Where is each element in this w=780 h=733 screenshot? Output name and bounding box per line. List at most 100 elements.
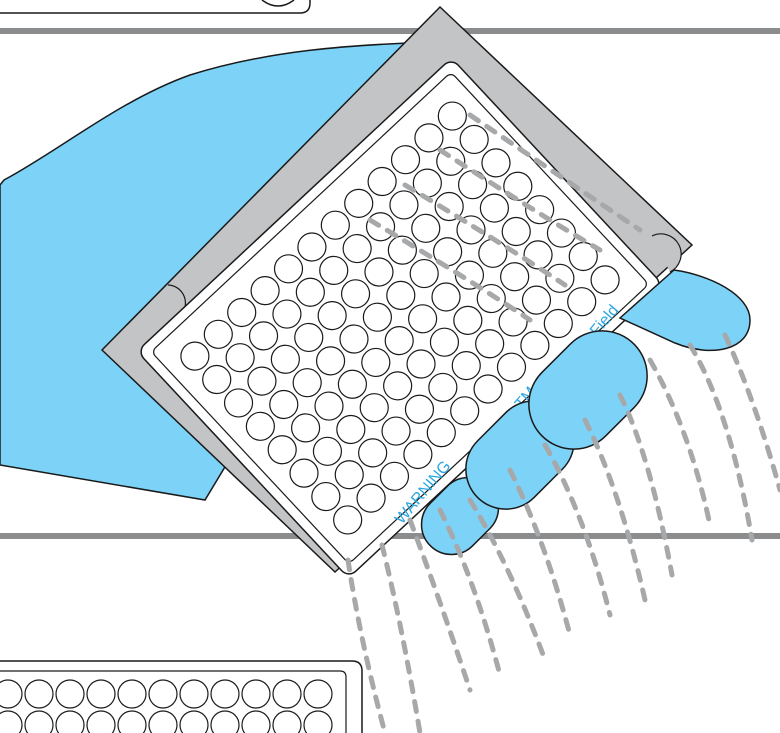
well <box>269 389 299 420</box>
well <box>481 148 511 178</box>
well <box>241 679 271 709</box>
well <box>501 216 531 247</box>
well <box>272 299 302 329</box>
well <box>319 255 349 286</box>
well <box>384 326 414 356</box>
well <box>453 305 483 335</box>
well <box>227 297 257 328</box>
well <box>289 458 319 488</box>
well <box>450 396 480 426</box>
well <box>270 344 300 374</box>
well <box>428 372 458 403</box>
well <box>333 505 363 535</box>
well <box>342 233 372 264</box>
well <box>315 346 346 376</box>
well <box>404 394 435 424</box>
well <box>386 280 416 310</box>
well <box>225 343 255 373</box>
well <box>459 124 489 155</box>
well <box>55 679 85 709</box>
well <box>117 679 147 709</box>
well <box>148 679 178 709</box>
well <box>55 710 85 733</box>
well <box>86 679 116 709</box>
well <box>247 366 277 396</box>
well <box>364 257 394 287</box>
well <box>362 302 392 332</box>
well <box>303 679 333 709</box>
well <box>210 679 240 709</box>
well <box>245 411 275 441</box>
well <box>429 327 460 357</box>
well <box>412 168 442 198</box>
well <box>303 710 333 733</box>
well <box>567 287 597 317</box>
well <box>406 349 436 379</box>
well <box>431 282 461 312</box>
well <box>340 279 371 309</box>
well <box>496 352 527 382</box>
well <box>223 388 254 418</box>
well <box>272 679 302 709</box>
well <box>451 350 481 381</box>
field-lines-icon <box>345 112 780 733</box>
well <box>294 322 324 353</box>
well <box>273 254 304 284</box>
well <box>367 166 397 197</box>
top-left-box <box>0 0 311 14</box>
well <box>359 393 389 423</box>
well <box>272 710 302 733</box>
well <box>0 679 23 709</box>
well <box>479 193 510 223</box>
well <box>210 710 240 733</box>
well <box>337 369 368 399</box>
well <box>356 483 386 513</box>
well <box>179 679 209 709</box>
well <box>320 210 350 240</box>
well <box>248 321 279 351</box>
well <box>311 481 341 512</box>
well <box>179 710 209 733</box>
well <box>336 414 366 445</box>
well <box>314 391 344 421</box>
well <box>0 710 23 733</box>
well <box>408 304 438 334</box>
well-plate-icon <box>140 61 660 575</box>
well <box>546 218 577 248</box>
well <box>543 308 573 339</box>
well <box>381 416 411 446</box>
well <box>312 436 343 466</box>
well <box>24 710 54 733</box>
well <box>180 341 210 371</box>
well <box>290 413 321 443</box>
well <box>361 347 391 378</box>
well <box>344 188 374 218</box>
well <box>250 276 280 306</box>
well <box>295 277 325 307</box>
well <box>426 418 456 448</box>
second-well-plate-icon <box>0 660 363 733</box>
well <box>379 461 410 491</box>
well <box>500 262 530 292</box>
well <box>590 265 620 295</box>
well <box>24 679 54 709</box>
well <box>437 101 467 131</box>
well <box>411 213 441 243</box>
well <box>498 307 528 337</box>
well <box>358 438 388 468</box>
well <box>267 435 297 465</box>
well <box>339 324 369 354</box>
well <box>383 371 413 401</box>
well <box>86 710 116 733</box>
finger-middle <box>528 330 648 450</box>
well <box>520 330 550 360</box>
well <box>297 232 327 262</box>
glove-fingers <box>420 269 751 556</box>
well <box>389 190 419 220</box>
well <box>403 439 433 470</box>
well <box>317 301 347 331</box>
well <box>334 460 364 490</box>
well <box>117 710 147 733</box>
well <box>202 364 232 395</box>
